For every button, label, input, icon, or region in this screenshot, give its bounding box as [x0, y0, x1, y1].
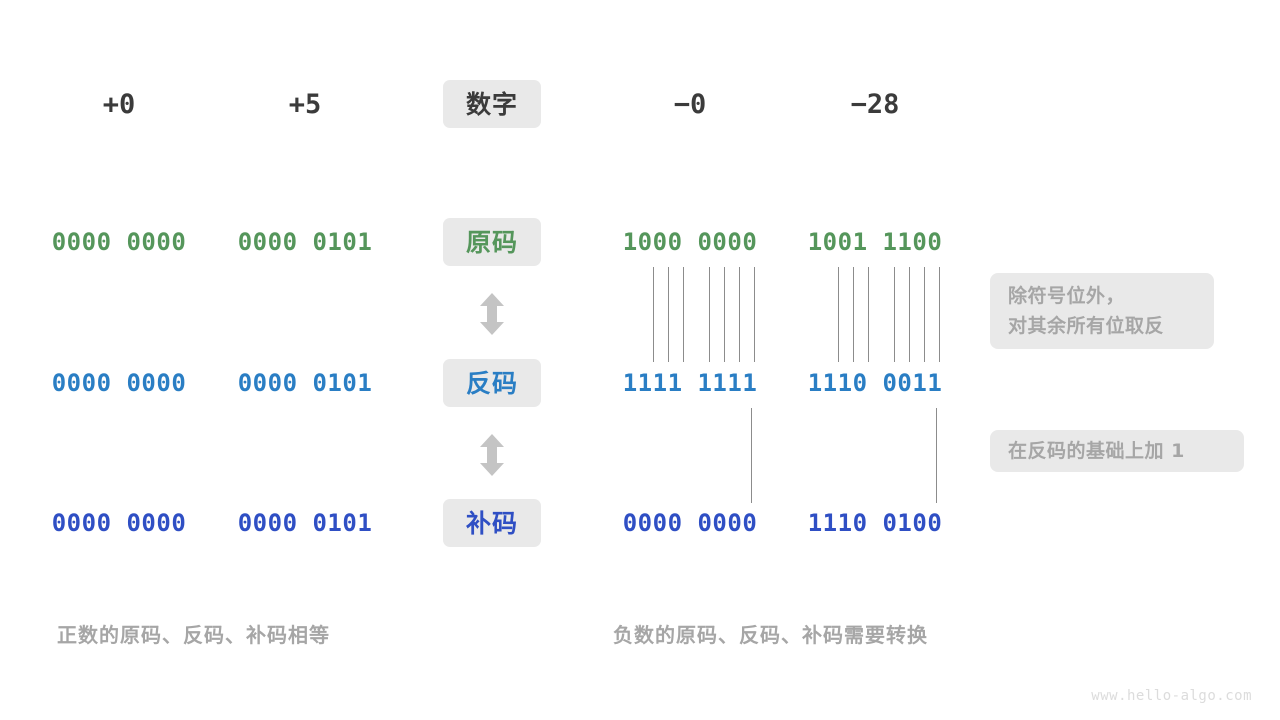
connector-invert-bit5: [709, 267, 710, 362]
connector-invert-bit8: [754, 267, 755, 362]
cell-ones-complement-minus-zero: 1111 1111: [622, 369, 758, 397]
connector-invert-bit7: [739, 267, 740, 362]
header-chip-number-label: 数字: [465, 89, 518, 119]
header-value-plus-zero: +0: [102, 88, 136, 120]
connector-invert-n28-bit2: [838, 267, 839, 362]
arrow-ones-to-twos: [479, 433, 505, 477]
note-invert-bits-line1: 除符号位外，: [1008, 285, 1126, 307]
row-label-ones-complement-text: 反码: [465, 368, 518, 398]
note-invert-bits-line2: 对其余所有位取反: [1008, 315, 1165, 337]
header-value-minus-zero: −0: [673, 88, 707, 120]
row-label-sign-magnitude: 原码: [443, 218, 541, 266]
cell-ones-complement-plus-zero: 0000 0000: [51, 369, 187, 397]
cell-sign-magnitude-minus-zero: 1000 0000: [622, 228, 758, 256]
caption-negative: 负数的原码、反码、补码需要转换: [613, 623, 928, 647]
note-add-one-line1: 在反码的基础上加 1: [1008, 440, 1185, 462]
connector-invert-bit4: [683, 267, 684, 362]
connector-invert-bit6: [724, 267, 725, 362]
connector-invert-n28-bit8: [939, 267, 940, 362]
cell-twos-complement-minus-zero: 0000 0000: [622, 509, 758, 537]
connector-invert-n28-bit4: [868, 267, 869, 362]
row-label-twos-complement-text: 补码: [465, 508, 518, 538]
connector-invert-n28-bit7: [924, 267, 925, 362]
connector-invert-n28-bit3: [853, 267, 854, 362]
cell-twos-complement-plus-five: 0000 0101: [237, 509, 373, 537]
arrow-sign-magnitude-to-ones: [479, 292, 505, 336]
double-arrow-icon: [480, 434, 504, 476]
cell-ones-complement-plus-five: 0000 0101: [237, 369, 373, 397]
header-value-plus-five: +5: [288, 88, 322, 120]
header-chip-number: 数字: [443, 80, 541, 128]
double-arrow-icon: [480, 293, 504, 335]
note-add-one: 在反码的基础上加 1: [990, 430, 1244, 472]
row-label-twos-complement: 补码: [443, 499, 541, 547]
watermark: www.hello-algo.com: [1091, 688, 1252, 704]
connector-invert-bit3: [668, 267, 669, 362]
connector-addone-minus-zero: [751, 408, 752, 503]
caption-positive: 正数的原码、反码、补码相等: [57, 623, 330, 647]
cell-twos-complement-plus-zero: 0000 0000: [51, 509, 187, 537]
connector-invert-bit2: [653, 267, 654, 362]
cell-sign-magnitude-plus-five: 0000 0101: [237, 228, 373, 256]
row-label-sign-magnitude-text: 原码: [465, 227, 518, 257]
cell-ones-complement-minus-twentyeight: 1110 0011: [807, 369, 943, 397]
row-label-ones-complement: 反码: [443, 359, 541, 407]
cell-sign-magnitude-minus-twentyeight: 1001 1100: [807, 228, 943, 256]
connector-invert-n28-bit5: [894, 267, 895, 362]
cell-twos-complement-minus-twentyeight: 1110 0100: [807, 509, 943, 537]
header-value-minus-twentyeight: −28: [850, 88, 900, 120]
cell-sign-magnitude-plus-zero: 0000 0000: [51, 228, 187, 256]
note-invert-bits: 除符号位外， 对其余所有位取反: [990, 273, 1214, 349]
connector-addone-minus-twentyeight: [936, 408, 937, 503]
connector-invert-n28-bit6: [909, 267, 910, 362]
